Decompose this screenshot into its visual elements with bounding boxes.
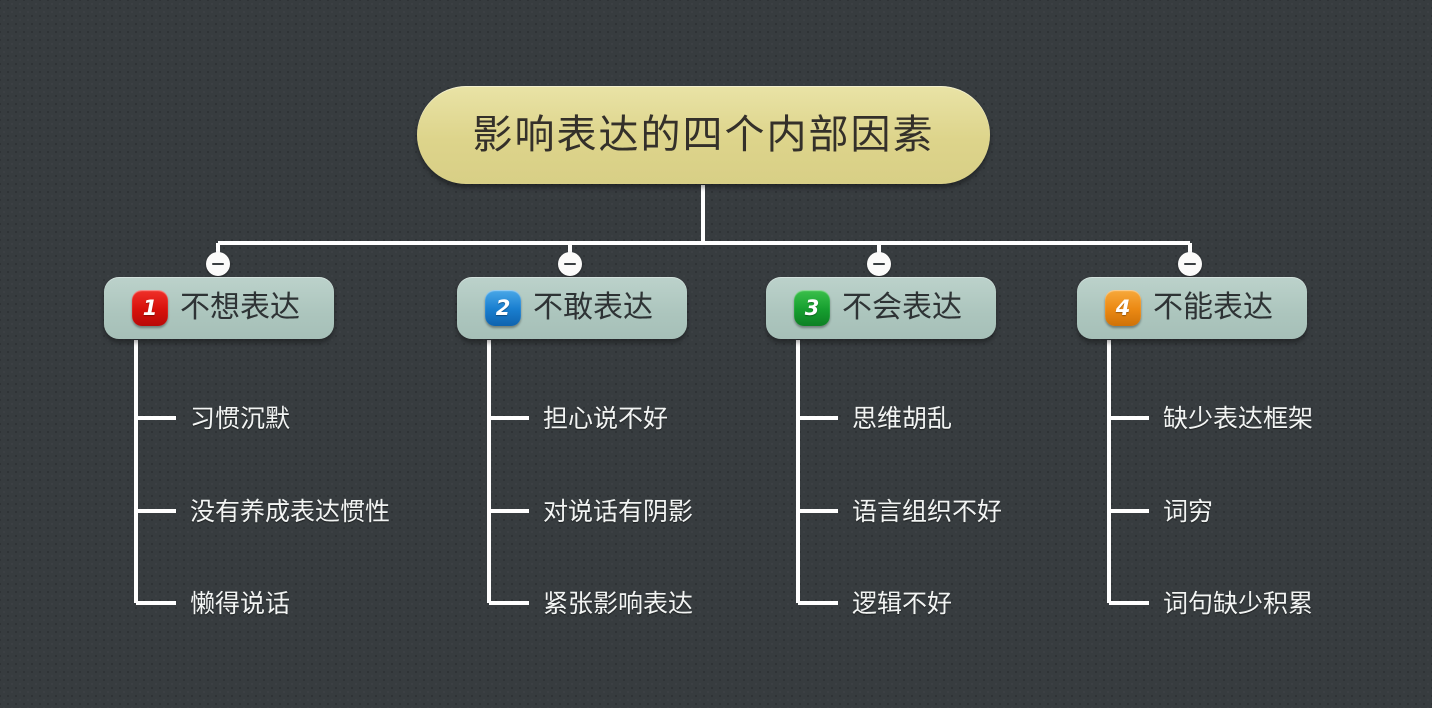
collapse-minus-icon bbox=[212, 263, 224, 265]
branch-node-4[interactable]: 4 不能表达 bbox=[1077, 277, 1307, 339]
collapse-toggle-4[interactable] bbox=[1178, 252, 1202, 276]
branch-label-3: 不会表达 bbox=[842, 290, 962, 325]
leaf-label-1-2[interactable]: 没有养成表达惯性 bbox=[190, 497, 391, 526]
branch-badge-3: 3 bbox=[794, 290, 830, 326]
leaf-label-1-3[interactable]: 懒得说话 bbox=[190, 589, 291, 618]
leaf-label-4-3[interactable]: 词句缺少积累 bbox=[1163, 589, 1314, 618]
branch-label-2: 不敢表达 bbox=[533, 290, 653, 325]
leaf-label-3-1[interactable]: 思维胡乱 bbox=[852, 404, 953, 433]
collapse-toggle-1[interactable] bbox=[206, 252, 230, 276]
branch-badge-1: 1 bbox=[132, 290, 168, 326]
branch-node-1[interactable]: 1 不想表达 bbox=[104, 277, 334, 339]
branch-label-1: 不想表达 bbox=[180, 290, 300, 325]
branch-badge-4: 4 bbox=[1105, 290, 1141, 326]
leaf-label-4-1[interactable]: 缺少表达框架 bbox=[1163, 404, 1314, 433]
collapse-toggle-3[interactable] bbox=[867, 252, 891, 276]
leaf-label-3-2[interactable]: 语言组织不好 bbox=[852, 497, 1003, 526]
leaf-label-2-2[interactable]: 对说话有阴影 bbox=[543, 497, 694, 526]
branch-badge-2: 2 bbox=[485, 290, 521, 326]
leaf-label-3-3[interactable]: 逻辑不好 bbox=[852, 589, 953, 618]
leaf-label-1-1[interactable]: 习惯沉默 bbox=[190, 404, 291, 433]
leaf-label-2-1[interactable]: 担心说不好 bbox=[543, 404, 669, 433]
collapse-minus-icon bbox=[873, 263, 885, 265]
root-node[interactable]: 影响表达的四个内部因素 bbox=[417, 86, 990, 184]
leaf-label-4-2[interactable]: 词穷 bbox=[1163, 497, 1214, 526]
branch-label-4: 不能表达 bbox=[1153, 290, 1273, 325]
root-node-label: 影响表达的四个内部因素 bbox=[472, 112, 935, 158]
collapse-toggle-2[interactable] bbox=[558, 252, 582, 276]
branch-node-3[interactable]: 3 不会表达 bbox=[766, 277, 996, 339]
collapse-minus-icon bbox=[1184, 263, 1196, 265]
branch-node-2[interactable]: 2 不敢表达 bbox=[457, 277, 687, 339]
leaf-label-2-3[interactable]: 紧张影响表达 bbox=[543, 589, 694, 618]
collapse-minus-icon bbox=[564, 263, 576, 265]
